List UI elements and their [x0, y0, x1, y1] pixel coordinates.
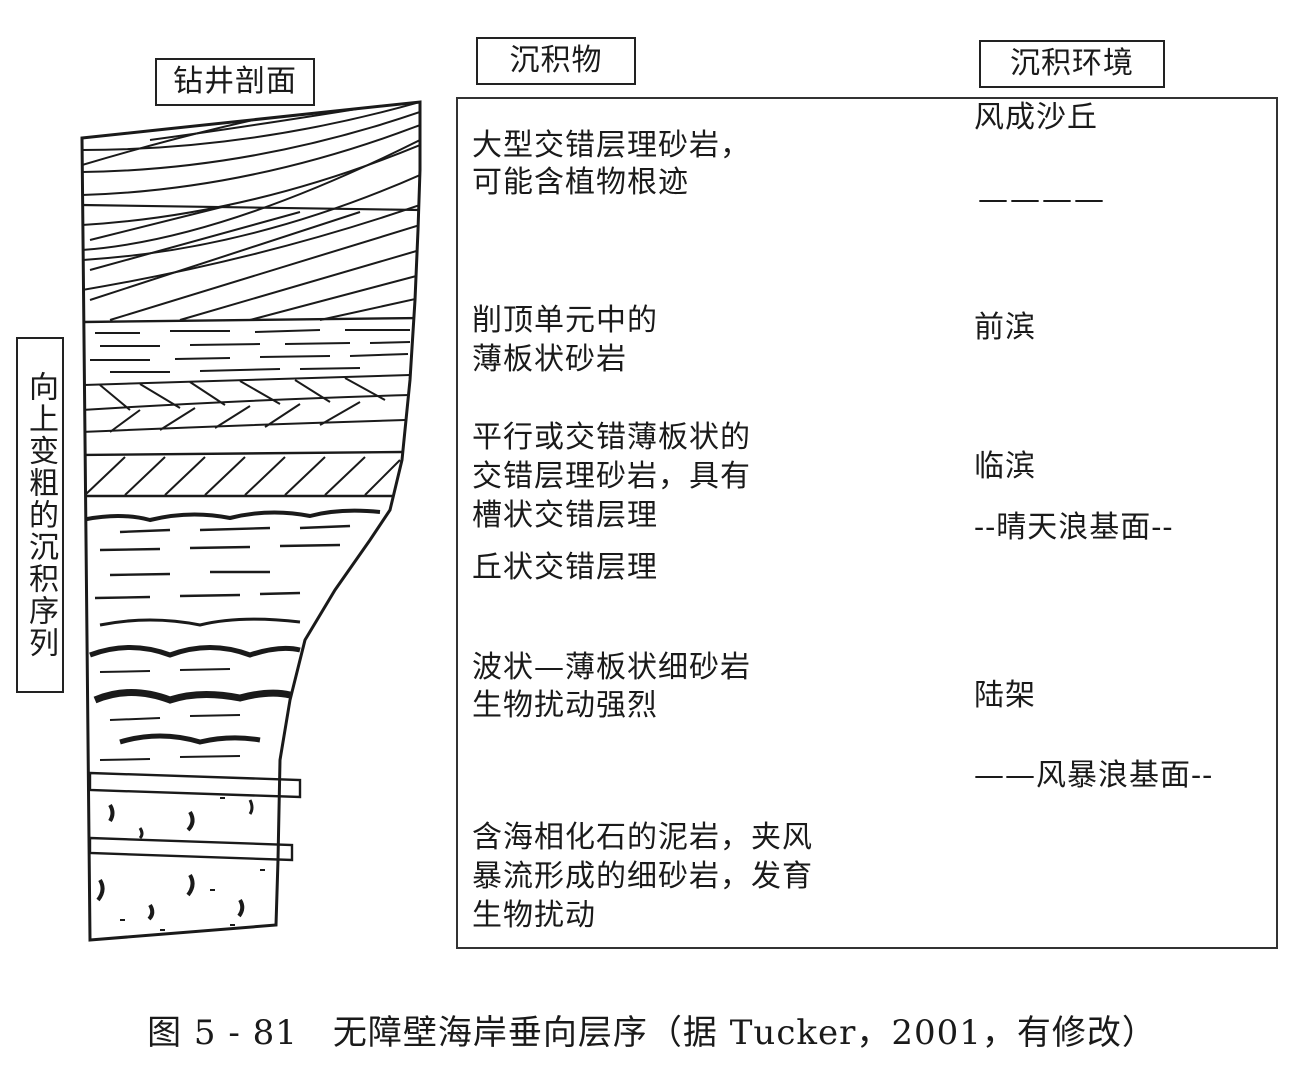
figure-caption: 图 5 - 81 无障壁海岸垂向层序（据 Tucker，2001，有修改）: [147, 1013, 1157, 1053]
environment-header: 沉积环境: [979, 40, 1165, 88]
aeolian-crossbed-unit: [82, 102, 420, 324]
sediment-5-line1: 波状—薄板状细砂岩: [472, 650, 751, 685]
mudstone-unit: [96, 789, 265, 931]
sediment-3-line1: 平行或交错薄板状的: [472, 420, 751, 455]
sediment-2-line2: 薄板状砂岩: [472, 342, 627, 377]
column-outline: [80, 100, 422, 942]
sediment-6-line3: 生物扰动: [472, 898, 596, 933]
sediment-4-line1: 丘状交错层理: [472, 550, 658, 585]
env-shelf: 陆架: [974, 678, 1036, 713]
sediment-5-line2: 生物扰动强烈: [472, 688, 658, 723]
bioturbated-unit: [89, 645, 301, 761]
hummocky-unit: [82, 508, 381, 627]
env-storm-wave-base: ——风暴浪基面--: [974, 758, 1214, 793]
env-divider: ————: [978, 182, 1106, 217]
sediment-6-line1: 含海相化石的泥岩，夹风: [472, 820, 813, 855]
env-aeolian-dune: 风成沙丘: [974, 100, 1098, 135]
env-shoreface: 临滨: [974, 449, 1036, 484]
sediments-header: 沉积物: [476, 37, 636, 85]
coarsening-upward-label-box: 向上变粗的沉积序列: [16, 337, 64, 693]
sediment-1-line2: 可能含植物根迹: [472, 165, 689, 200]
sediment-6-line2: 暴流形成的细砂岩，发育: [472, 859, 813, 894]
description-panel: [456, 97, 1278, 949]
sediment-2-line1: 削顶单元中的: [472, 303, 658, 338]
sediment-3-line3: 槽状交错层理: [472, 498, 658, 533]
sediment-1-line1: 大型交错层理砂岩，: [472, 128, 751, 163]
storm-sand-bed-1: [88, 771, 302, 799]
foreshore-lamination-unit: [90, 329, 411, 373]
storm-sand-bed-2: [88, 836, 294, 862]
section-header: 钻井剖面: [155, 58, 315, 106]
sediment-3-line2: 交错层理砂岩，具有: [472, 459, 751, 494]
coarsening-upward-label: 向上变粗的沉积序列: [23, 371, 58, 659]
env-fair-weather-wave-base: --晴天浪基面--: [974, 510, 1174, 545]
shoreface-crosslamination-unit: [82, 374, 411, 498]
env-foreshore: 前滨: [974, 310, 1036, 345]
